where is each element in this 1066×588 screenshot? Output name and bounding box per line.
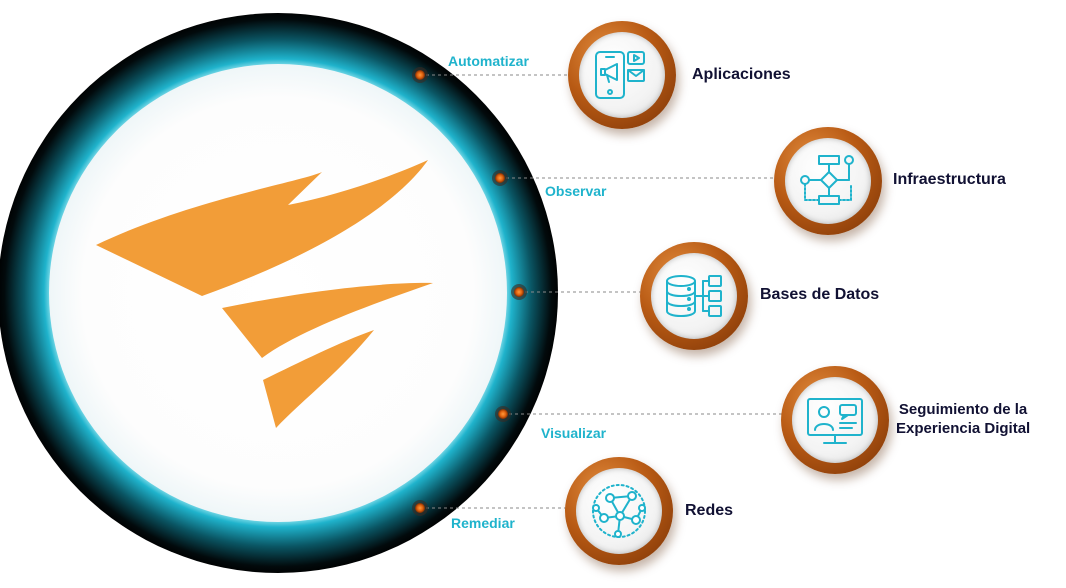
label-seguimiento-line2: Experiencia Digital: [896, 420, 1031, 437]
label-bases-de-datos: Bases de Datos: [760, 286, 880, 303]
ring-nodes: [412, 67, 527, 516]
network-icon: [592, 484, 646, 538]
verb-remediar: Remediar: [451, 515, 515, 531]
user-monitor-icon: [807, 398, 863, 444]
app-devices-icon: [595, 51, 645, 99]
label-infraestructura: Infraestructura: [893, 171, 1006, 188]
badge-aplicaciones: [568, 21, 676, 129]
badge-seguimiento: [781, 366, 889, 474]
badge-bases-de-datos: [640, 242, 748, 350]
label-seguimiento-line1: Seguimiento de la: [898, 401, 1028, 418]
swoosh-logo-icon: [96, 160, 433, 428]
label-redes: Redes: [685, 502, 734, 519]
label-aplicaciones: Aplicaciones: [692, 66, 791, 83]
flowchart-icon: [800, 155, 854, 205]
verb-automatizar: Automatizar: [448, 53, 529, 69]
label-seguimiento: Seguimiento de la Experiencia Digital: [896, 400, 1030, 438]
verb-observar: Observar: [545, 183, 607, 199]
verb-visualizar: Visualizar: [541, 425, 607, 441]
badge-redes: [565, 457, 673, 565]
badge-infraestructura: [774, 127, 882, 235]
database-icon: [666, 275, 722, 317]
connector-lines: [420, 74, 784, 509]
inner-disc: [49, 64, 507, 522]
